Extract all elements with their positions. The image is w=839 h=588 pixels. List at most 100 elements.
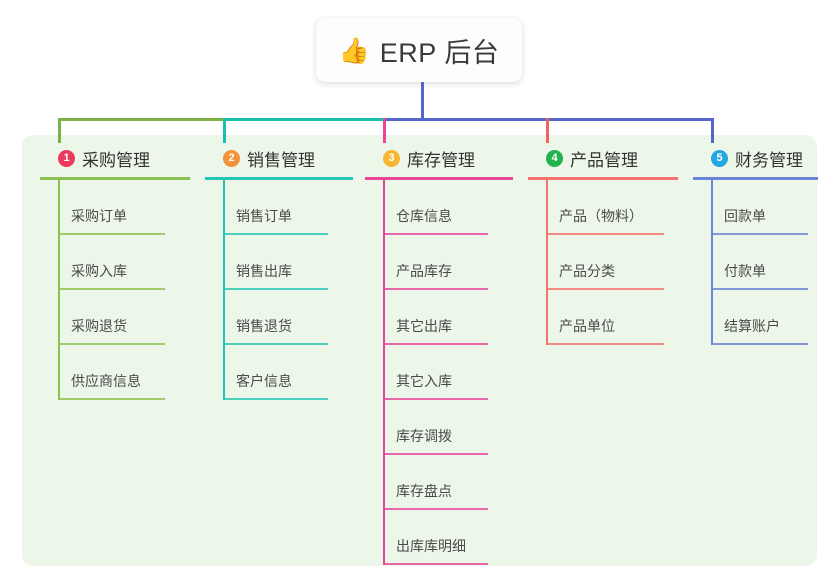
branch-item[interactable]: 库存调拨 bbox=[365, 400, 533, 455]
branch-item-label: 供应商信息 bbox=[71, 373, 141, 389]
branch-header-rule bbox=[365, 177, 513, 180]
branch-item-label: 产品（物料） bbox=[559, 208, 643, 224]
branch-number-badge: 1 bbox=[58, 149, 75, 167]
branch-title: 财务管理 bbox=[735, 150, 803, 170]
branch-item[interactable]: 采购入库 bbox=[40, 235, 210, 290]
branch-item-rule bbox=[58, 233, 165, 235]
branch-item-label: 产品分类 bbox=[559, 263, 615, 279]
branch-item[interactable]: 产品分类 bbox=[528, 235, 698, 290]
branch-header-rule bbox=[693, 177, 818, 180]
branch-item-rule bbox=[546, 288, 664, 290]
branch-header-rule bbox=[40, 177, 190, 180]
branch-item-label: 客户信息 bbox=[236, 373, 292, 389]
branch-item[interactable]: 销售订单 bbox=[205, 180, 373, 235]
branch-item-label: 仓库信息 bbox=[396, 208, 452, 224]
branch-item-rule bbox=[383, 233, 488, 235]
branch-item[interactable]: 其它入库 bbox=[365, 345, 533, 400]
branch-item-rule bbox=[383, 453, 488, 455]
branch-item[interactable]: 出库库明细 bbox=[365, 510, 533, 565]
branch-item-list: 产品（物料） 产品分类产品单位 bbox=[528, 180, 698, 345]
branch-item[interactable]: 产品（物料） bbox=[528, 180, 698, 235]
branch-item-list: 采购订单采购入库采购退货供应商信息 bbox=[40, 180, 210, 400]
root-node-card[interactable]: 👍 ERP 后台 bbox=[316, 18, 522, 82]
branch-header-4[interactable]: 4 产品管理 bbox=[528, 146, 698, 170]
branch-item-label: 库存盘点 bbox=[396, 483, 452, 499]
mindmap-panel bbox=[22, 135, 817, 566]
root-stem-line bbox=[421, 82, 424, 121]
branch-item-rule bbox=[223, 288, 328, 290]
branch-item-rule bbox=[546, 233, 664, 235]
branch-item-label: 采购退货 bbox=[71, 318, 127, 334]
branch-item[interactable]: 供应商信息 bbox=[40, 345, 210, 400]
branch-item-label: 回款单 bbox=[724, 208, 766, 224]
branch-spine-line bbox=[223, 180, 225, 400]
connector-drop-4 bbox=[546, 118, 549, 143]
branch-item-rule bbox=[383, 508, 488, 510]
branch-item-list: 回款单付款单结算账户 bbox=[693, 180, 838, 345]
branch-item-rule bbox=[223, 233, 328, 235]
branch-item-label: 付款单 bbox=[724, 263, 766, 279]
branch-item-list: 销售订单销售出库销售退货客户信息 bbox=[205, 180, 373, 400]
branch-number-badge: 2 bbox=[223, 149, 240, 167]
branch-item[interactable]: 仓库信息 bbox=[365, 180, 533, 235]
branch-item[interactable]: 其它出库 bbox=[365, 290, 533, 345]
branch-item[interactable]: 销售出库 bbox=[205, 235, 373, 290]
branch-item-rule bbox=[711, 343, 808, 345]
branch-item-rule bbox=[58, 288, 165, 290]
thumbs-up-icon: 👍 bbox=[338, 36, 370, 65]
branch-spine-line bbox=[711, 180, 713, 345]
branch-item[interactable]: 采购订单 bbox=[40, 180, 210, 235]
branch-item-rule bbox=[546, 343, 664, 345]
branch-spine-line bbox=[58, 180, 60, 400]
branch-item-rule bbox=[383, 398, 488, 400]
branch-item-rule bbox=[711, 288, 808, 290]
branch-item-label: 销售退货 bbox=[236, 318, 292, 334]
branch-column-5: 5 财务管理回款单付款单结算账户 bbox=[693, 146, 838, 345]
branch-item[interactable]: 回款单 bbox=[693, 180, 838, 235]
branch-item-rule bbox=[711, 233, 808, 235]
branch-header-rule bbox=[528, 177, 678, 180]
branch-item-label: 出库库明细 bbox=[396, 538, 466, 554]
branch-item-label: 产品库存 bbox=[396, 263, 452, 279]
connector-bar-green bbox=[58, 118, 226, 121]
branch-item-label: 采购订单 bbox=[71, 208, 127, 224]
branch-item[interactable]: 客户信息 bbox=[205, 345, 373, 400]
branch-title: 产品管理 bbox=[570, 150, 638, 170]
connector-bar-teal bbox=[223, 118, 386, 121]
branch-item-label: 销售出库 bbox=[236, 263, 292, 279]
branch-item-rule bbox=[223, 398, 328, 400]
connector-drop-2 bbox=[223, 118, 226, 143]
connector-drop-5 bbox=[711, 118, 714, 143]
branch-item[interactable]: 采购退货 bbox=[40, 290, 210, 345]
branch-item[interactable]: 付款单 bbox=[693, 235, 838, 290]
branch-header-5[interactable]: 5 财务管理 bbox=[693, 146, 838, 170]
branch-item[interactable]: 销售退货 bbox=[205, 290, 373, 345]
branch-item[interactable]: 产品库存 bbox=[365, 235, 533, 290]
connector-drop-1 bbox=[58, 118, 61, 143]
branch-item-label: 库存调拨 bbox=[396, 428, 452, 444]
branch-item-rule bbox=[58, 343, 165, 345]
branch-header-rule bbox=[205, 177, 353, 180]
branch-number-badge: 5 bbox=[711, 149, 728, 167]
branch-item-label: 结算账户 bbox=[724, 318, 780, 334]
branch-item[interactable]: 结算账户 bbox=[693, 290, 838, 345]
branch-item[interactable]: 产品单位 bbox=[528, 290, 698, 345]
branch-number-badge: 4 bbox=[546, 149, 563, 167]
branch-item-label: 采购入库 bbox=[71, 263, 127, 279]
branch-column-4: 4 产品管理产品（物料） 产品分类产品单位 bbox=[528, 146, 698, 345]
branch-item-list: 仓库信息产品库存其它出库其它入库库存调拨库存盘点出库库明细 bbox=[365, 180, 533, 565]
branch-item-rule bbox=[383, 288, 488, 290]
branch-item-label: 其它入库 bbox=[396, 373, 452, 389]
branch-item-rule bbox=[383, 343, 488, 345]
branch-item-label: 产品单位 bbox=[559, 318, 615, 334]
branch-item[interactable]: 库存盘点 bbox=[365, 455, 533, 510]
branch-item-label: 其它出库 bbox=[396, 318, 452, 334]
connector-drop-3 bbox=[383, 118, 386, 143]
branch-spine-line bbox=[383, 180, 385, 565]
